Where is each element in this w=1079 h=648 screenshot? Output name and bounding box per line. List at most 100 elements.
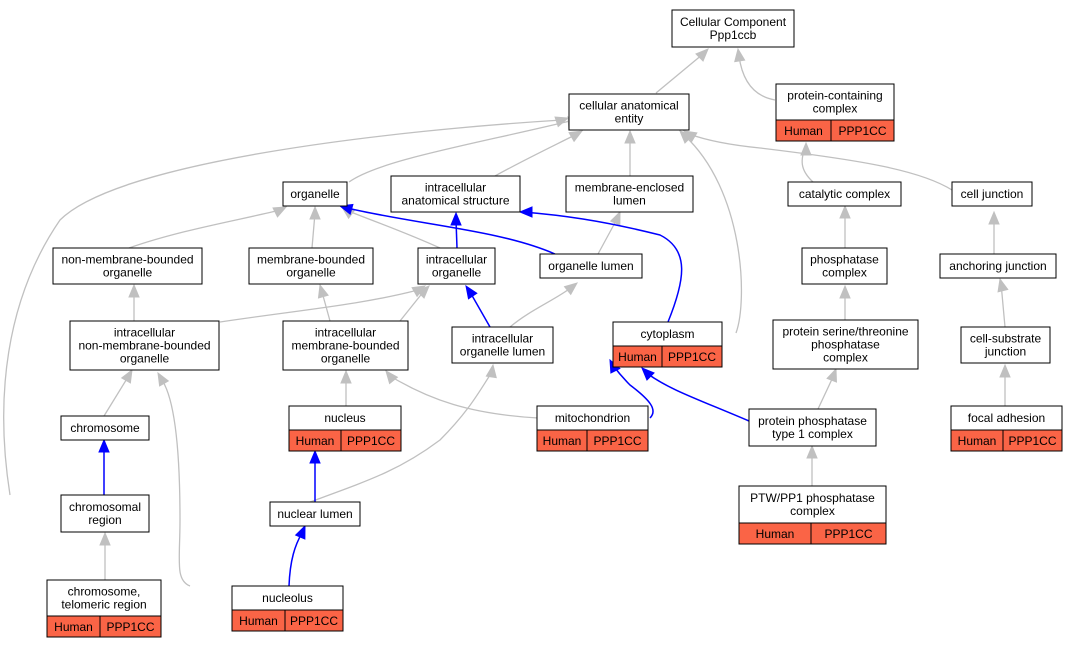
edge-33 [346,207,556,255]
node-box-phosphatase [801,247,888,285]
node-label-nucleolus: nucleolus [262,591,313,605]
node-inmbo[interactable]: intracellularnon-membrane-boundedorganel… [69,320,220,371]
node-organelle[interactable]: organelle [282,181,348,207]
node-pstp[interactable]: protein serine/threoninephosphatasecompl… [772,319,919,370]
node-label-mbo: membrane-bounded [257,253,365,267]
node-label-mbo: organelle [286,266,336,280]
annotation-gene-ptw[interactable]: PPP1CC [824,527,872,541]
node-box-pstp [772,319,919,370]
node-label-io: organelle [432,266,482,280]
node-label-inmbo: organelle [120,352,170,366]
node-box-organelle [282,181,348,207]
node-label-iol: organelle lumen [460,345,545,359]
annotation-gene-cytoplasm[interactable]: PPP1CC [668,350,716,364]
node-label-nmbo: non-membrane-bounded [61,253,193,267]
node-label-chromreg: region [88,513,121,527]
edge-34 [522,211,683,323]
node-label-cae: cellular anatomical [579,99,678,113]
edge-19 [219,289,419,323]
edge-7 [3,119,563,496]
node-label-ias: intracellular [425,181,486,195]
annotation-species-ptw[interactable]: Human [756,527,795,541]
node-label-telomeric: chromosome, [68,585,141,599]
node-label-catalytic: catalytic complex [799,187,890,201]
node-label-chromosome: chromosome [70,421,140,435]
node-celljunction[interactable]: cell junction [951,181,1033,207]
edge-arrowhead-23 [120,368,133,384]
edge-6 [688,133,953,191]
node-label-pcc: complex [813,102,858,116]
annotation-species-mito[interactable]: Human [543,434,582,448]
edge-3 [494,134,576,177]
annotation-gene-pcc[interactable]: PPP1CC [838,124,886,138]
node-box-nucleolus [231,585,344,611]
node-label-ol: organelle lumen [548,259,633,273]
annotation-gene-cell [340,429,402,452]
node-label-imbo: organelle [321,352,371,366]
node-box-cytoplasm [612,321,723,347]
node-label-pcc: protein-containing [787,89,882,103]
node-box-root [671,9,795,48]
edges-layer [3,47,1011,587]
node-box-io [417,247,496,285]
node-label-chromreg: chromosomal [69,500,141,514]
edge-arrowhead-12 [997,277,1009,293]
node-label-telomeric: telomeric region [61,598,146,612]
annotation-gene-nucleolus[interactable]: PPP1CC [290,614,338,628]
node-box-ol [539,253,643,279]
annotation-species-nucleolus[interactable]: Human [239,614,278,628]
edge-32 [469,291,491,328]
edge-24 [161,379,191,587]
annotation-gene-focal[interactable]: PPP1CC [1008,434,1056,448]
node-label-root: Ppp1ccb [710,28,757,42]
edge-1 [738,55,776,101]
node-label-pstp: protein serine/threonine [782,325,908,339]
edge-arrowhead-29 [99,531,111,546]
node-label-celljunction: cell junction [961,187,1024,201]
node-anchoring[interactable]: anchoring junction [939,253,1057,279]
annotation-gene-cell [661,345,723,368]
annotation-species-cytoplasm[interactable]: Human [618,350,657,364]
node-catalytic[interactable]: catalytic complex [787,181,902,207]
edge-39 [647,373,750,422]
node-label-ptw: PTW/PP1 phosphatase [750,491,875,505]
node-label-pp1: protein phosphatase [758,414,867,428]
node-nuclumen[interactable]: nuclear lumen [269,501,361,527]
edge-arrowhead-25 [340,369,352,384]
annotation-gene-telomeric[interactable]: PPP1CC [106,620,154,634]
annotation-species-telomeric[interactable]: Human [54,620,93,634]
node-label-nuclumen: nuclear lumen [277,507,352,521]
node-label-mel: membrane-enclosed [575,181,684,195]
annotation-gene-nucleus[interactable]: PPP1CC [347,434,395,448]
node-chromosome[interactable]: chromosome [60,415,150,441]
edge-21 [399,290,425,322]
annotation-species-pcc[interactable]: Human [784,124,823,138]
annotation-gene-cell [586,429,649,452]
annotation-gene-mito[interactable]: PPP1CC [593,434,641,448]
node-ol[interactable]: organelle lumen [539,253,643,279]
annotation-species-focal[interactable]: Human [958,434,997,448]
annotation-species-nucleus[interactable]: Human [296,434,335,448]
node-box-chromosome [60,415,150,441]
